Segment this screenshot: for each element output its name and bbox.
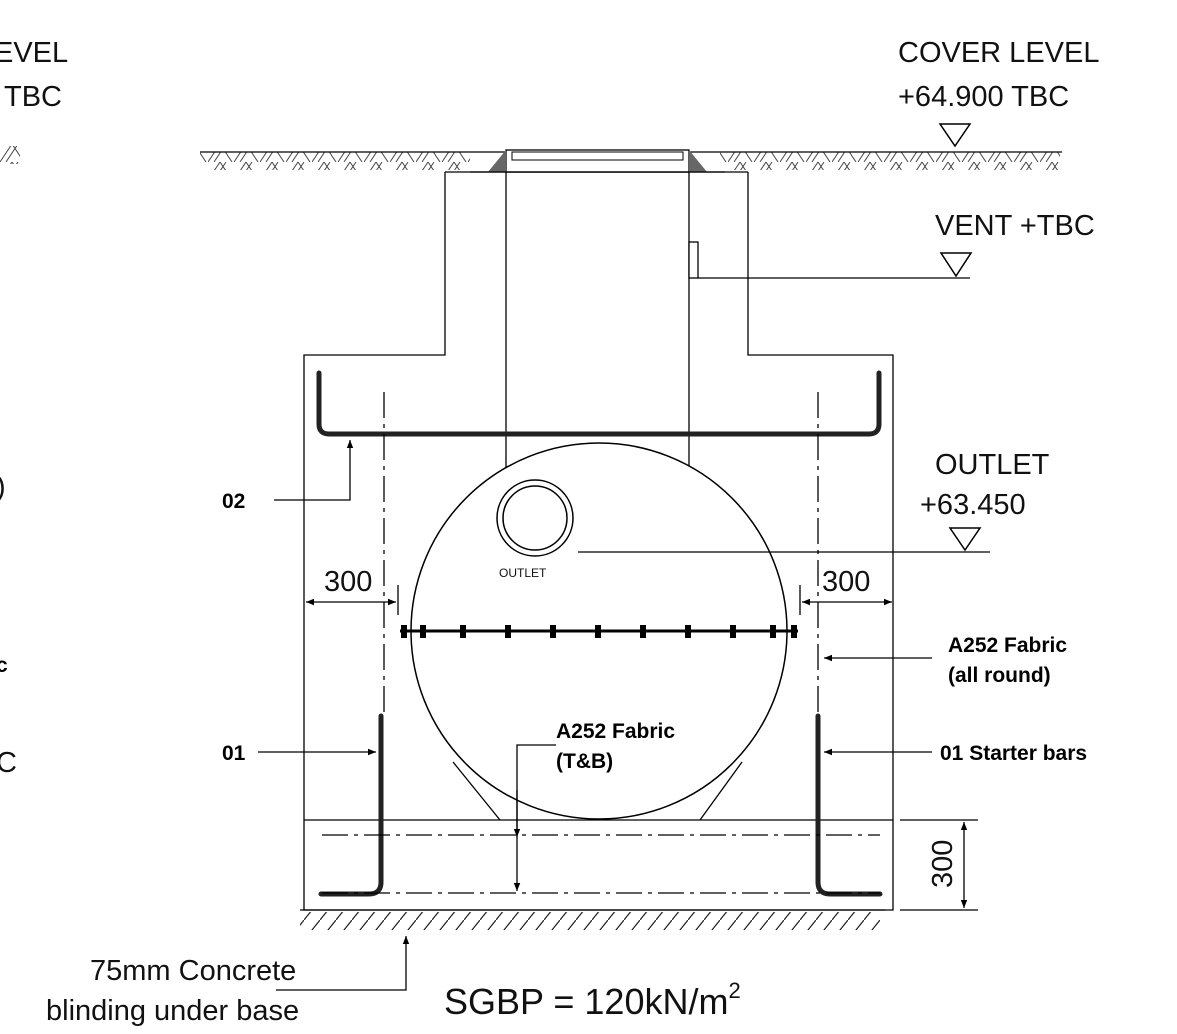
outlet-level-value: +63.450 [920,489,1026,521]
left-fragment-char-3: C [0,747,17,779]
outlet-level-label: OUTLET [935,449,1050,481]
left-fragment-text-2: TBC [4,81,62,113]
dim-left-text: 300 [324,566,372,598]
fabric-all-round-line2: (all round) [948,664,1051,687]
flange-bolt [791,625,797,638]
vent-level-label: VENT +TBC [935,210,1095,242]
left-fragment: EVEL TBC ) c C [0,37,68,779]
cover-level-value: +64.900 TBC [898,81,1069,113]
flange-bolt [730,625,736,638]
level-marker-cover: COVER LEVEL +64.900 TBC [898,37,1099,148]
dimension-base-depth: 300 [900,819,978,911]
reinforcement [316,370,883,897]
fabric-tb-line2: (T&B) [556,750,613,773]
blinding-note-line2: blinding under base [46,995,299,1027]
callout-fabric-tb: A252 Fabric (T&B) [513,720,675,891]
tank-supports [452,761,743,821]
dimension-left-cover: 300 [306,566,399,615]
flange-bolt [550,625,556,638]
dimension-right-cover: 300 [799,566,892,615]
ground-surface [200,151,1062,170]
callout-01-left-text: 01 [222,742,246,765]
left-fragment-text-1: EVEL [0,37,68,69]
callout-02: 02 [222,440,354,513]
level-marker-outlet: OUTLET +63.450 [920,449,1050,552]
callout-01-left: 01 [222,742,376,765]
tank-outlet-pipe: OUTLET [496,479,990,580]
flange-bolt [420,625,426,638]
starter-bar-left [318,713,384,897]
flange-bolt [640,625,646,638]
manhole-cover-frame [505,149,690,173]
flange-bolt [685,625,691,638]
cover-level-label: COVER LEVEL [898,37,1099,69]
flange-bolt [401,625,407,638]
note-sgbp: SGBP = 120kN/m2 [444,978,741,1022]
fabric-tb-line1: A252 Fabric [556,720,675,743]
callout-01-right: 01 Starter bars [824,742,1087,765]
flange-bolt [595,625,601,638]
dim-right-text: 300 [822,566,870,598]
tank-outlet-label: OUTLET [499,566,547,580]
fabric-all-round-line1: A252 Fabric [948,634,1067,657]
callout-01-right-text: 01 Starter bars [940,742,1087,765]
tank-flange-bolts [401,625,797,638]
left-fragment-char-1: ) [0,471,6,503]
flange-bolt [460,625,466,638]
callout-fabric-all-round: A252 Fabric (all round) [824,634,1067,687]
flange-bolt [505,625,511,638]
dim-base-text: 300 [927,840,959,888]
starter-bar-right [815,713,883,897]
left-fragment-char-2: c [0,654,8,677]
level-marker-vent: VENT +TBC [935,210,1095,278]
left-fragment-ground [0,146,20,164]
flange-bolt [770,625,776,638]
cover-haunch-left [488,150,506,172]
callout-02-text: 02 [222,490,245,513]
vent-pipe [688,241,970,279]
cover-haunch-right [689,150,707,172]
sgbp-note: SGBP = 120kN/m2 [444,978,741,1022]
note-blinding: 75mm Concrete blinding under base [46,936,410,1027]
access-shaft [470,149,725,472]
blinding-note-line1: 75mm Concrete [90,955,296,987]
top-bar-02 [316,370,882,437]
concrete-blinding [300,909,885,930]
